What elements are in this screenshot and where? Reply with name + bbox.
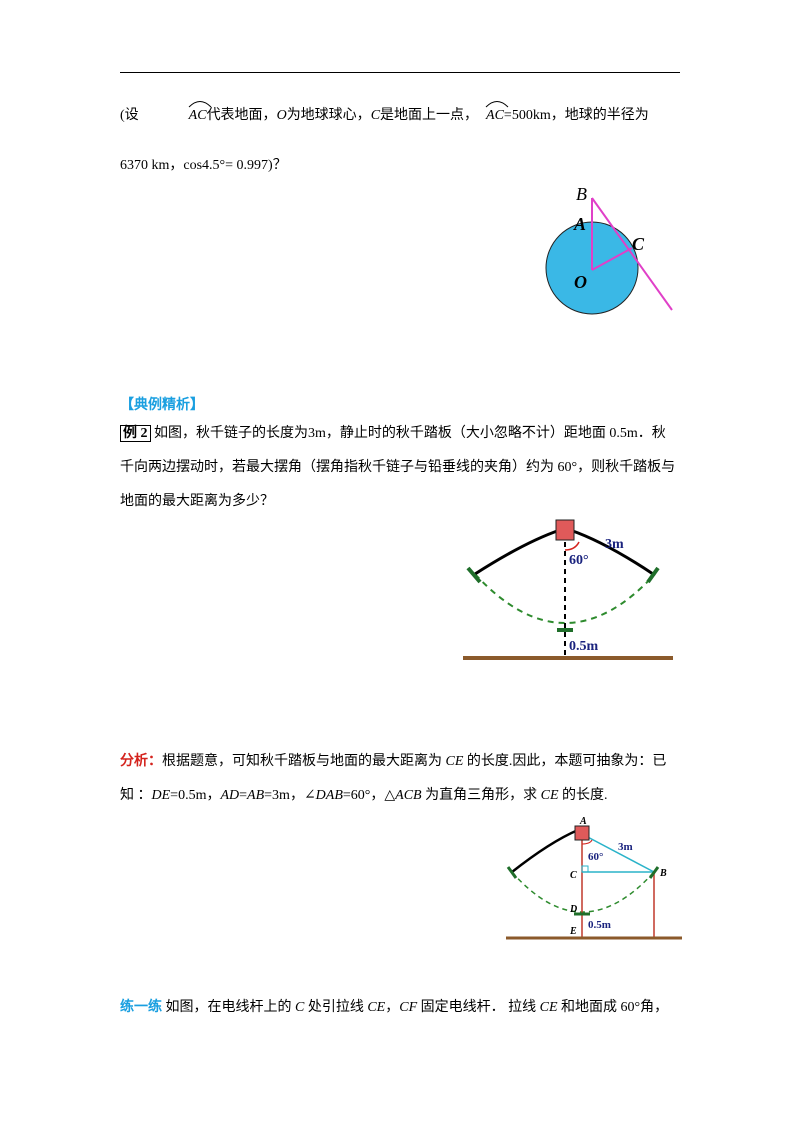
label-60: 60° xyxy=(569,553,589,568)
section-title: 【典例精析】 xyxy=(120,398,204,413)
label-3m: 3m xyxy=(605,537,624,552)
example2-line-2: 千向两边摆动时，若最大摆角（摆角指秋千链子与铅垂线的夹角）约为 60°，则秋千踏… xyxy=(120,460,676,475)
practice-label: 练一练 xyxy=(120,1000,162,1015)
arc-ac-2: AC xyxy=(485,101,509,126)
analysis-seat-left xyxy=(506,866,518,879)
arc-ac-1: AC xyxy=(188,101,212,126)
left-chain xyxy=(474,528,561,576)
analysis-arc xyxy=(511,871,655,913)
header-rule xyxy=(120,72,680,73)
label-3m: 3m xyxy=(618,841,633,853)
practice-line: 练一练 如图，在电线杆上的 C 处引拉线 CE，CF 固定电线杆． 拉线 CE … xyxy=(120,1000,669,1015)
swing-figure: 3m 60° 0.5m xyxy=(463,519,673,660)
example2-line-3: 地面的最大距离为多少？ xyxy=(120,494,274,509)
label-c: C xyxy=(570,870,577,881)
label-0-5m: 0.5m xyxy=(588,919,611,931)
label-b: B xyxy=(576,184,587,204)
analysis-figure: A 3m 60° C B D E 0.5m xyxy=(506,816,682,940)
swing-arc xyxy=(474,573,656,624)
analysis-left-chain xyxy=(511,828,579,873)
earth-figure: B A C O xyxy=(545,184,673,315)
right-angle-mark xyxy=(581,865,589,873)
right-chain xyxy=(569,528,654,576)
label-e: E xyxy=(569,926,577,937)
analysis-seat-right xyxy=(648,866,660,879)
line-bc-tangent xyxy=(591,197,673,311)
example2-line-1: 例 2 如图，秋千链子的长度为3m，静止时的秋千踏板（大小忽略不计）距地面 0.… xyxy=(120,424,666,444)
analysis-pivot xyxy=(574,825,590,841)
label-0-5m: 0.5m xyxy=(569,639,599,654)
example-label: 例 2 xyxy=(120,425,151,442)
label-a: A xyxy=(573,214,586,234)
analysis-angle-arc xyxy=(581,839,593,845)
pivot xyxy=(555,519,575,541)
intro-prefix: (设 xyxy=(120,108,139,123)
label-60: 60° xyxy=(588,851,603,863)
seat-left xyxy=(466,566,482,584)
line-oc xyxy=(591,247,633,271)
intro-line-2: 6370 km，cos4.5°= 0.997)？ xyxy=(120,158,287,173)
analysis-line-2: 知 ：DE=0.5m，AD=AB=3m，∠DAB=60°，△ACB 为直角三角形… xyxy=(120,788,608,803)
label-o: O xyxy=(574,272,587,292)
label-a: A xyxy=(579,816,587,827)
analysis-label: 分析： xyxy=(120,754,162,769)
label-b: B xyxy=(659,868,667,879)
label-d: D xyxy=(569,904,577,915)
label-c: C xyxy=(632,234,645,254)
seat-right xyxy=(646,566,660,584)
analysis-line-1: 分析：根据题意，可知秋千踏板与地面的最大距离为 CE 的长度.因此，本题可抽象为… xyxy=(120,754,667,769)
line-ab xyxy=(581,833,655,873)
angle-arc xyxy=(564,541,580,551)
